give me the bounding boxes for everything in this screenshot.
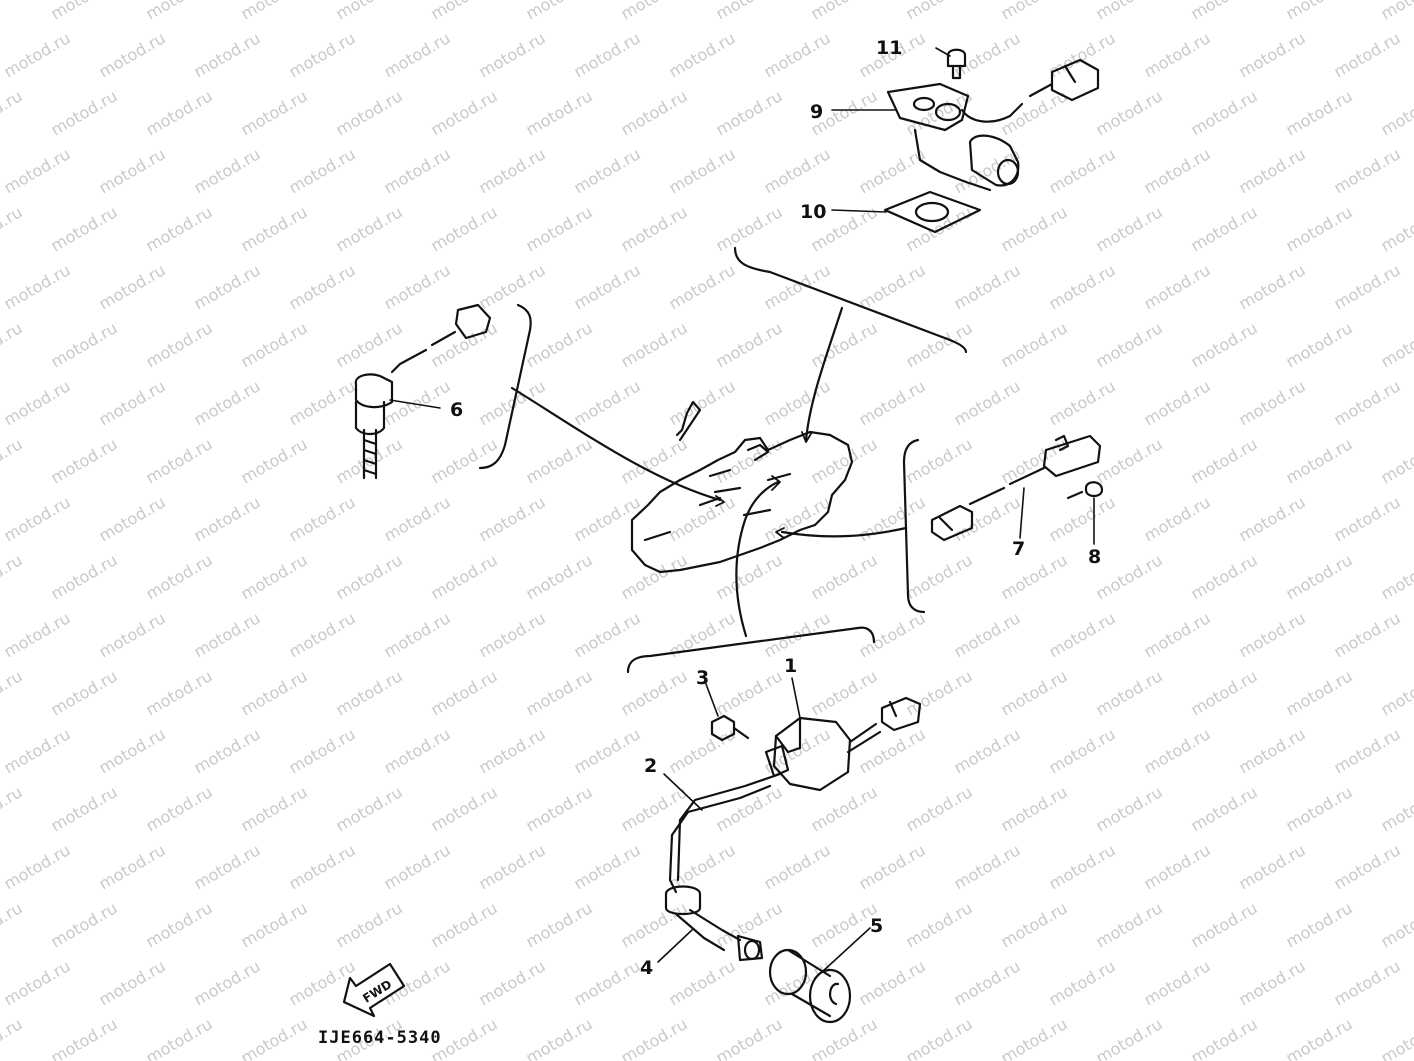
- callout-1: 1: [784, 655, 797, 677]
- part-6-switch: [354, 303, 492, 480]
- callout-9: 9: [810, 101, 823, 123]
- bracket-top: [733, 246, 968, 354]
- callout-2: 2: [644, 755, 657, 777]
- part-11-bolt: [946, 48, 967, 80]
- leader-right: [780, 526, 908, 538]
- part-4-boot: [664, 885, 764, 962]
- callout-11: 11: [876, 37, 902, 59]
- callout-3: 3: [696, 667, 709, 689]
- part-2-lead: [668, 772, 782, 894]
- fwd-label: FWD: [360, 977, 394, 1006]
- bracket-left: [478, 303, 532, 470]
- callout-10: 10: [800, 201, 826, 223]
- diagram-code: IJE664-5340: [318, 1028, 442, 1048]
- fwd-arrow-icon: [342, 962, 406, 1018]
- part-3-screw: [710, 714, 750, 742]
- bracket-right: [902, 438, 926, 614]
- engine-outline: [630, 400, 854, 574]
- part-7-sensor: [930, 434, 1102, 542]
- part-5-cap: [768, 948, 852, 1024]
- part-1-coil: [764, 696, 922, 792]
- part-8-screw: [1066, 481, 1104, 500]
- bracket-bottom: [626, 626, 876, 674]
- callout-8: 8: [1088, 546, 1101, 568]
- leader-bottom: [735, 480, 780, 638]
- leader-top: [804, 306, 844, 442]
- part-9-sensor: [886, 58, 1100, 192]
- leader-left: [510, 386, 722, 502]
- callout-4: 4: [640, 957, 653, 979]
- part-10-gasket: [883, 190, 982, 234]
- callout-5: 5: [870, 915, 883, 937]
- callout-7: 7: [1012, 538, 1025, 560]
- callout-6: 6: [450, 399, 463, 421]
